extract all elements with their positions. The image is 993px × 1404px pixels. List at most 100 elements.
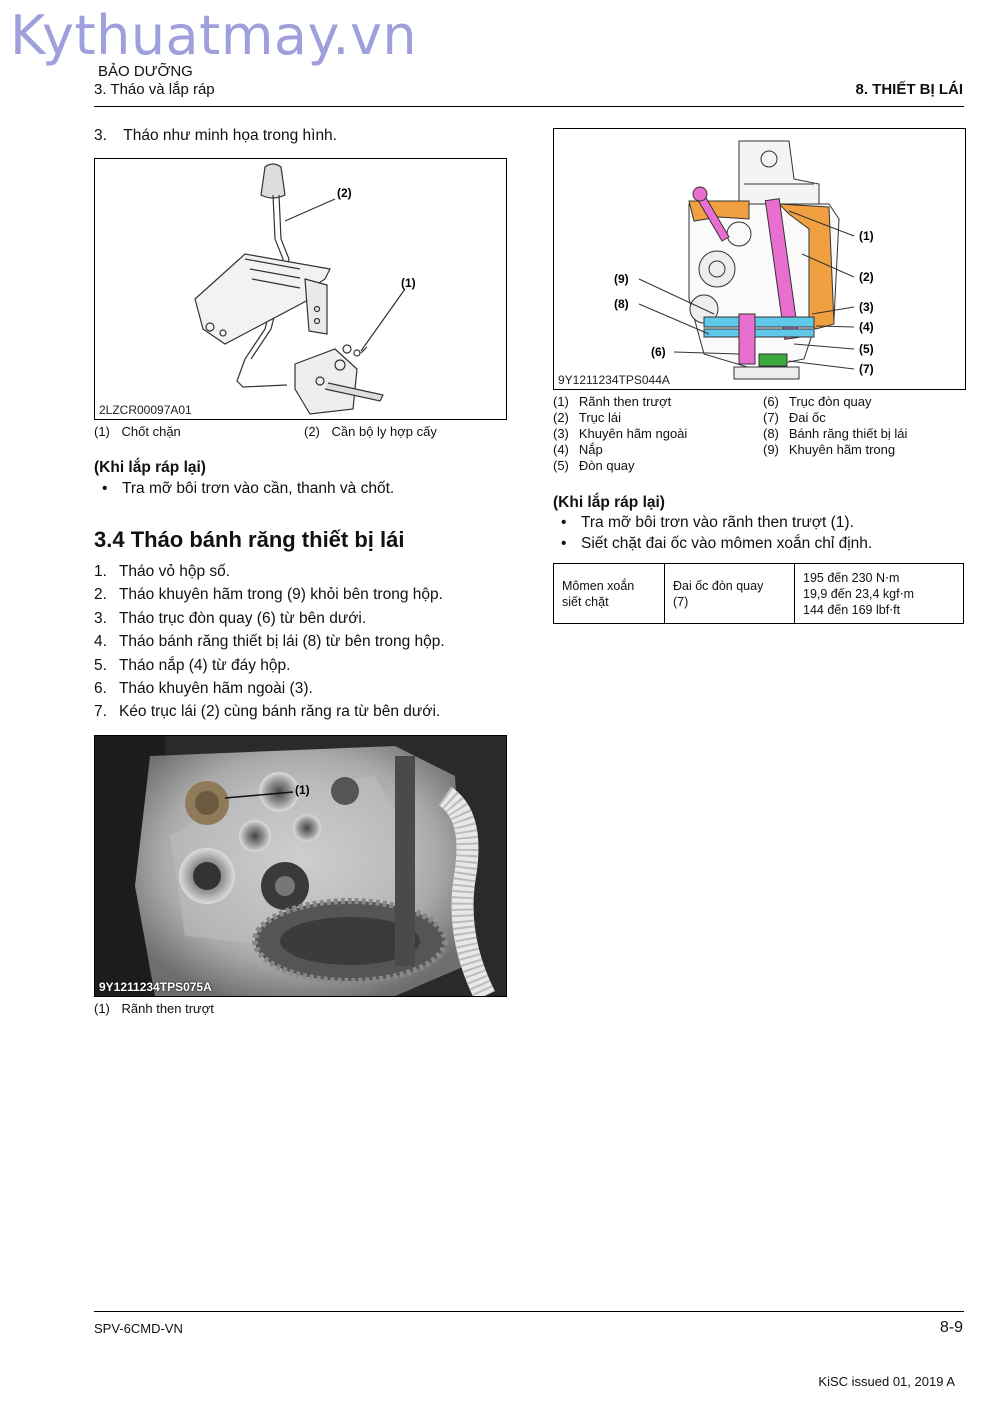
list-item: (5) Đòn quay bbox=[553, 458, 687, 474]
caption-number: (3) bbox=[553, 426, 569, 441]
header-chapter-title: 8. THIẾT BỊ LÁI bbox=[855, 81, 963, 98]
figure-clutch-lever: (2) (1) 2LZCR00097A01 bbox=[94, 158, 507, 420]
step-number: 5. bbox=[94, 656, 107, 674]
clutch-lever-drawing: (2) (1) bbox=[194, 163, 416, 415]
caption-text: Rãnh then trượt bbox=[121, 1001, 214, 1016]
steps-list: 1. Tháo vỏ hộp số. 2. Tháo khuyên hãm tron… bbox=[94, 563, 445, 727]
photo-code: 9Y1211234TPS075A bbox=[99, 980, 212, 994]
step-number: 1. bbox=[94, 563, 107, 580]
step-text: Tháo vỏ hộp số. bbox=[118, 563, 231, 580]
callout-2: (2) bbox=[859, 270, 874, 284]
list-item: (3) Khuyên hãm ngoài bbox=[553, 426, 687, 442]
callout-3: (3) bbox=[859, 300, 874, 314]
photo-gearbox: (1) 9Y1211234TPS075A bbox=[94, 735, 507, 997]
photo-callout-1: (1) bbox=[295, 783, 310, 797]
list-item: 7. Kéo trục lái (2) cùng bánh răng ra từ … bbox=[94, 703, 445, 726]
caption-text: Cần bộ ly hợp cấy bbox=[331, 424, 437, 439]
step-number: 4. bbox=[94, 633, 107, 651]
header-section: 3. Tháo và lắp ráp bbox=[94, 81, 215, 98]
callout-2: (2) bbox=[337, 186, 352, 200]
list-item: (4) Nắp bbox=[553, 442, 687, 458]
section-title: 3.4 Tháo bánh răng thiết bị lái bbox=[94, 527, 405, 552]
footer-issue: KiSC issued 01, 2019 A bbox=[818, 1374, 955, 1389]
list-item: 3. Tháo trục đòn quay (6) từ bên dưới. bbox=[94, 610, 445, 633]
caption-text: Đai ốc bbox=[788, 410, 826, 425]
callout-4: (4) bbox=[859, 320, 874, 334]
step-text: Tháo trục đòn quay (6) từ bên dưới. bbox=[118, 609, 367, 627]
reassembly-title-2: (Khi lắp ráp lại) bbox=[553, 494, 665, 511]
footer-doc-code: SPV-6CMD-VN bbox=[94, 1321, 183, 1336]
step-text: Kéo trục lái (2) cùng bánh răng ra từ bê… bbox=[118, 703, 441, 721]
list-item: 2. Tháo khuyên hãm trong (9) khỏi bên tro… bbox=[94, 586, 445, 609]
step-3-top: 3. Tháo như minh họa trong hình. bbox=[94, 127, 337, 145]
step-text: Tháo khuyên hãm trong (9) khỏi bên trong… bbox=[118, 586, 443, 604]
footer-rule bbox=[94, 1311, 964, 1312]
torque-item: (7) bbox=[673, 594, 689, 609]
list-item: 4. Tháo bánh răng thiết bị lái (8) từ bên… bbox=[94, 633, 445, 656]
caption-text: Khuyên hãm trong bbox=[788, 442, 896, 457]
fig1-caption-1: (1) Chốt chặn bbox=[94, 424, 181, 439]
reassembly-bullet-1: Tra mỡ bôi trơn vào cần, thanh và chốt. bbox=[102, 480, 394, 498]
list-item: (9) Khuyên hãm trong bbox=[763, 442, 907, 458]
header-chapter: BẢO DƯỠNG bbox=[98, 63, 193, 80]
header-rule bbox=[94, 106, 964, 107]
caption-text: Đòn quay bbox=[578, 458, 635, 473]
callout-9: (9) bbox=[614, 272, 629, 286]
caption-number: (9) bbox=[763, 442, 779, 457]
caption-text: Khuyên hãm ngoài bbox=[578, 426, 688, 441]
caption-text: Trục đòn quay bbox=[788, 394, 872, 409]
fig1-caption-2: (2) Cần bộ ly hợp cấy bbox=[304, 424, 437, 439]
caption-text: Bánh răng thiết bị lái bbox=[788, 426, 908, 441]
torque-table: Mômen xoắn siết chặt Đai ốc đòn quay (7)… bbox=[553, 563, 964, 624]
caption-text: Trục lái bbox=[578, 410, 622, 425]
torque-value: 195 đến 230 N⋅m bbox=[803, 570, 900, 585]
step-text: Tháo bánh răng thiết bị lái (8) từ bên t… bbox=[118, 633, 445, 651]
callout-6: (6) bbox=[651, 345, 666, 359]
torque-value: 19,9 đến 23,4 kgf⋅m bbox=[803, 586, 914, 601]
list-item: 6.Tháo khuyên hãm ngoài (3). bbox=[94, 680, 445, 703]
step-text: Tháo khuyên hãm ngoài (3). bbox=[118, 679, 313, 697]
caption-number: (2) bbox=[304, 424, 320, 439]
figure-code: 9Y1211234TPS044A bbox=[558, 373, 670, 387]
step-number: 3. bbox=[94, 609, 107, 627]
caption-number: (1) bbox=[94, 424, 110, 439]
callout-8: (8) bbox=[614, 297, 629, 311]
reassembly-bullet-2: Siết chặt đai ốc vào mômen xoắn chỉ định… bbox=[561, 535, 872, 553]
footer-page-number: 8-9 bbox=[939, 1319, 963, 1336]
callout-1: (1) bbox=[859, 229, 874, 243]
list-item: (6) Trục đòn quay bbox=[763, 394, 907, 410]
step-text: Tháo nắp (4) từ đáy hộp. bbox=[118, 656, 291, 674]
fig2-captions-right: (6) Trục đòn quay (7)Đai ốc (8) Bánh răng … bbox=[763, 394, 907, 458]
torque-label: siết chặt bbox=[562, 594, 609, 609]
caption-number: (2) bbox=[553, 410, 569, 425]
caption-number: (6) bbox=[763, 394, 779, 409]
list-item: (8) Bánh răng thiết bị lái bbox=[763, 426, 907, 442]
caption-text: Nắp bbox=[578, 442, 603, 457]
torque-values-cell: 195 đến 230 N⋅m 19,9 đến 23,4 kgf⋅m 144 … bbox=[794, 563, 964, 624]
caption-number: (1) bbox=[94, 1001, 110, 1016]
list-item: (1)Rãnh then trượt bbox=[553, 394, 687, 410]
torque-value: 144 đến 169 lbf⋅ft bbox=[803, 602, 901, 617]
list-item: 5. Tháo nắp (4) từ đáy hộp. bbox=[94, 657, 445, 680]
watermark-logo: Kythuatmay.vn bbox=[10, 4, 418, 67]
caption-number: (5) bbox=[553, 458, 569, 473]
reassembly-bullet-1: Tra mỡ bôi trơn vào rãnh then trượt (1). bbox=[561, 514, 854, 532]
step-number: 7. bbox=[94, 703, 107, 721]
torque-label-cell: Mômen xoắn siết chặt bbox=[553, 563, 665, 624]
caption-number: (4) bbox=[553, 442, 569, 457]
figure-code: 2LZCR00097A01 bbox=[99, 403, 192, 417]
table-row: Mômen xoắn siết chặt Đai ốc đòn quay (7)… bbox=[553, 563, 964, 624]
photo-caption-1: (1) Rãnh then trượt bbox=[94, 1001, 214, 1016]
figure-steering-gear: (1) (2) (3) (4) (5) (7) (9) (8) (6) 9Y12… bbox=[553, 128, 966, 390]
callout-5: (5) bbox=[859, 342, 874, 356]
callout-7: (7) bbox=[859, 362, 874, 376]
gearbox-photo-drawing: (1) bbox=[95, 736, 506, 996]
torque-item: Đai ốc đòn quay bbox=[673, 578, 764, 593]
step-text: Tháo như minh họa trong hình. bbox=[123, 127, 337, 144]
step-number: 2. bbox=[94, 586, 107, 604]
caption-number: (8) bbox=[763, 426, 779, 441]
callout-1: (1) bbox=[401, 276, 416, 290]
caption-text: Rãnh then trượt bbox=[578, 394, 672, 409]
list-item: (7)Đai ốc bbox=[763, 410, 907, 426]
steering-gear-drawing: (1) (2) (3) (4) (5) (7) (9) (8) (6) bbox=[614, 140, 874, 380]
